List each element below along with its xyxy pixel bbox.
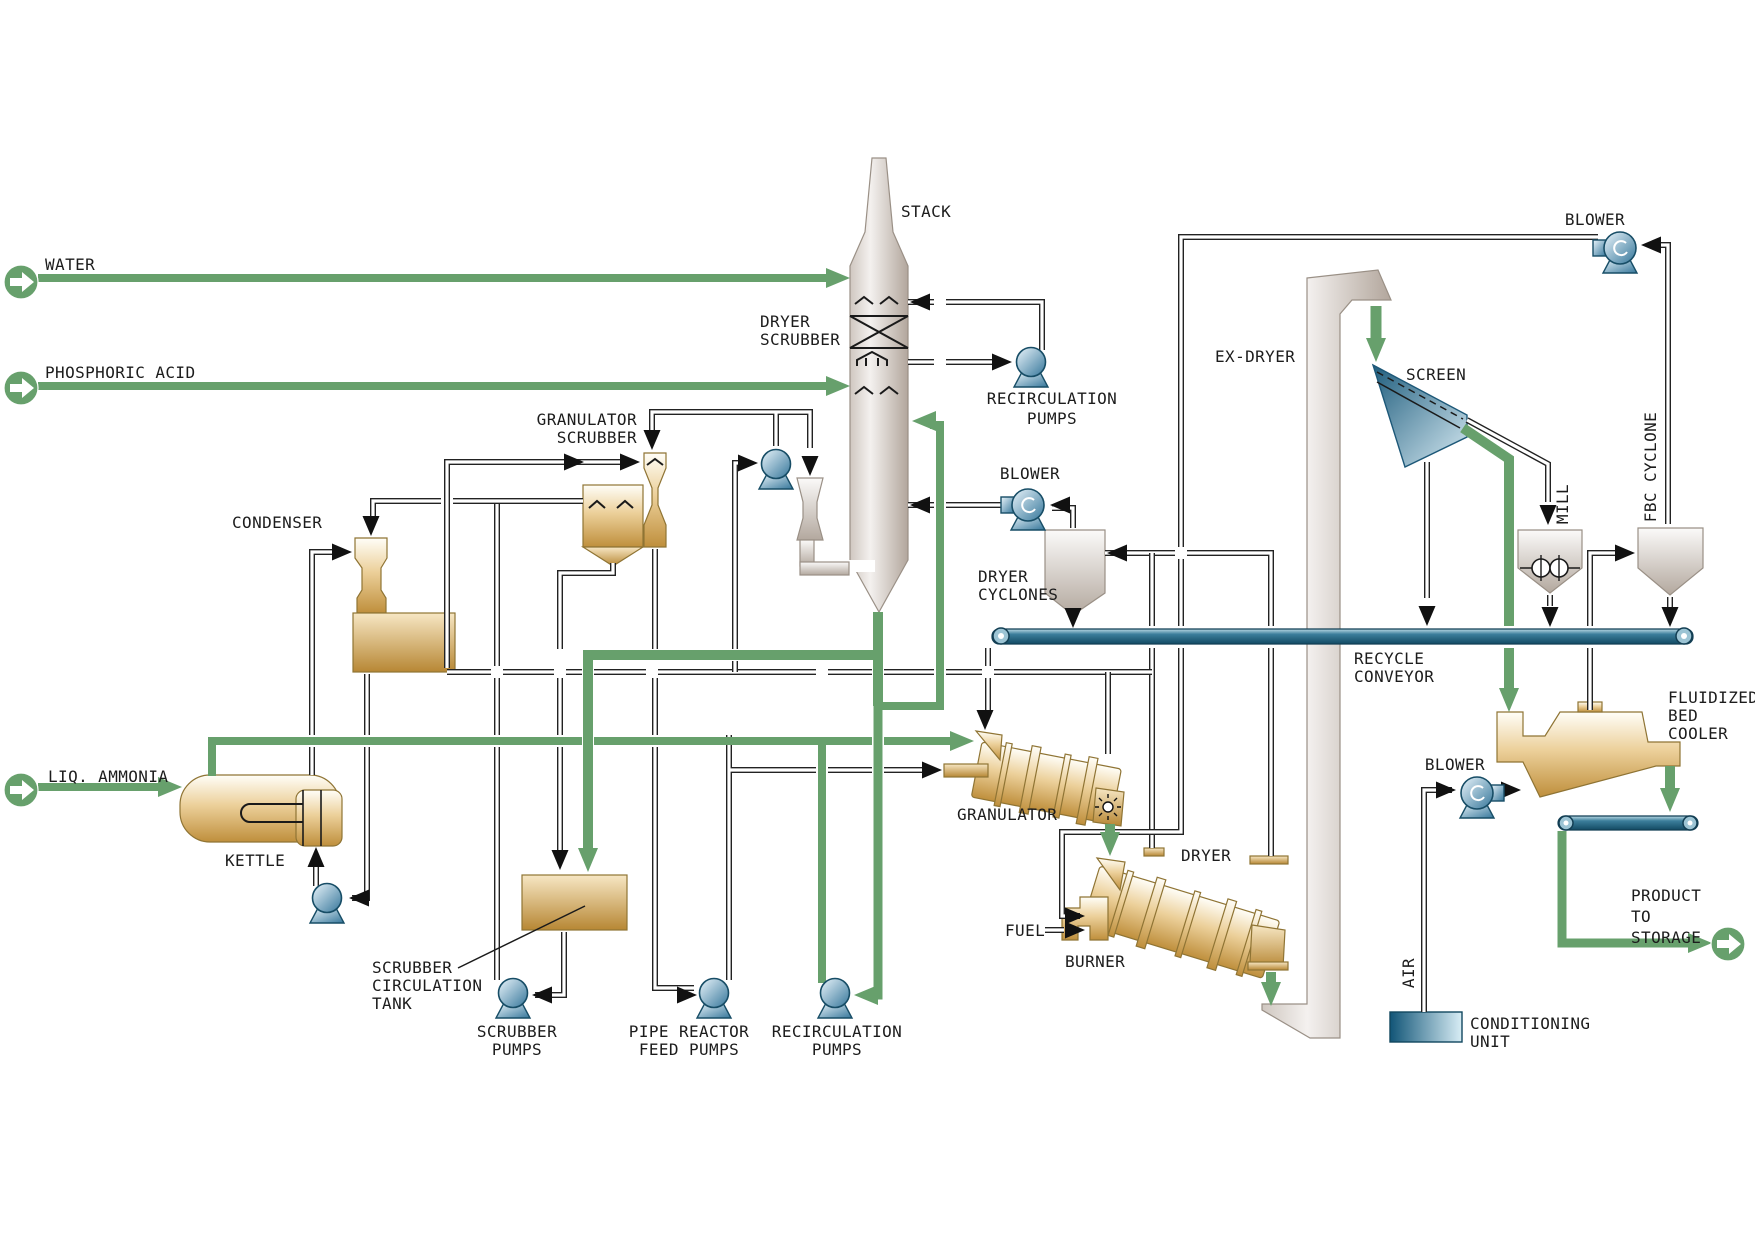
label-pipe-reactor-feed-pumps-2: FEED PUMPS [639, 1040, 739, 1059]
label-screen: SCREEN [1406, 365, 1466, 384]
pump-icon [695, 977, 733, 1019]
label-stack: STACK [901, 202, 951, 221]
label-blower-top: BLOWER [1565, 210, 1625, 229]
kettle-head [295, 789, 343, 847]
label-recirculation-pumps-top-2: PUMPS [1027, 409, 1077, 428]
quench-venturi [796, 477, 824, 541]
label-fuel: FUEL [1005, 921, 1045, 940]
label-mill: MILL [1553, 484, 1572, 524]
dryer-feed-flange [1143, 847, 1165, 857]
stack-vessel [849, 157, 909, 614]
granulator-scrubber-cone [580, 546, 646, 567]
label-dryer-scrubber-2: SCRUBBER [760, 330, 840, 349]
mill-vessel [1517, 529, 1583, 594]
dryer-feed-chute [1095, 857, 1126, 892]
water-inlet-port [3, 264, 39, 300]
conveyors [991, 627, 1699, 831]
granulator-feed-chute [974, 730, 1003, 762]
dryer-top-flange [1249, 855, 1289, 865]
label-conditioning-unit-2: UNIT [1470, 1032, 1510, 1051]
label-pipe-reactor-feed-pumps-1: PIPE REACTOR [629, 1022, 749, 1041]
label-product-to-storage-2: TO [1631, 907, 1651, 926]
label-conditioning-unit-1: CONDITIONING [1470, 1014, 1590, 1033]
conditioning-unit-box [1389, 1011, 1463, 1043]
liq-ammonia-inlet-port [3, 772, 39, 808]
product-conveyor-belt [1557, 815, 1699, 831]
flow-arrows [158, 236, 1712, 1006]
blower-icon [1592, 231, 1639, 274]
pump-icon [757, 448, 795, 490]
label-granulator: GRANULATOR [957, 805, 1057, 824]
recycle-conveyor-belt [991, 628, 1694, 645]
label-blower-mid: BLOWER [1000, 464, 1060, 483]
label-fluidized-bed-cooler-1: FLUIDIZED [1668, 688, 1755, 707]
label-recirculation-pumps-top-1: RECIRCULATION [987, 389, 1117, 408]
label-dryer: DRYER [1181, 846, 1231, 865]
process-pipes [309, 234, 1673, 1012]
pump-icon [308, 882, 346, 924]
label-dryer-cyclones-2: CYCLONES [978, 585, 1058, 604]
label-granulator-scrubber-1: GRANULATOR [537, 410, 637, 429]
label-fluidized-bed-cooler-3: COOLER [1668, 724, 1728, 743]
blower-icon [1000, 488, 1047, 531]
pump-icon [816, 977, 854, 1019]
fluidized-bed-cooler [1496, 711, 1681, 798]
granulator-scrubber-body [582, 484, 644, 548]
quench-duct [799, 561, 850, 576]
label-condenser: CONDENSER [232, 513, 322, 532]
label-phosphoric-acid: PHOSPHORIC ACID [45, 363, 196, 382]
label-recycle-conveyor-2: CONVEYOR [1354, 667, 1434, 686]
label-fbc-cyclone: FBC CYCLONE [1641, 412, 1660, 522]
label-recirculation-pumps-bottom-2: PUMPS [812, 1040, 862, 1059]
fbc-cyclone-vessel [1637, 527, 1704, 596]
pipe-reactor-nozzle [943, 763, 989, 778]
label-water: WATER [45, 255, 95, 274]
label-dryer-scrubber-1: DRYER [760, 312, 810, 331]
scrubber-circulation-tank [521, 874, 628, 931]
label-ex-dryer: EX-DRYER [1215, 347, 1295, 366]
label-burner: BURNER [1065, 952, 1125, 971]
label-dryer-cyclones-1: DRYER [978, 567, 1028, 586]
screen-deck [1371, 363, 1468, 468]
phosphoric-acid-inlet-port [3, 370, 39, 406]
stack-duct-notch [849, 560, 875, 572]
granulator-spray-symbol [1095, 794, 1121, 820]
dryer-cyclones-vessel [1044, 529, 1106, 616]
label-scrubber-circulation-tank-3: TANK [372, 994, 412, 1013]
pumps-and-blowers [308, 231, 1639, 1019]
pump-icon [1012, 346, 1050, 388]
label-scrubber-pumps-2: PUMPS [492, 1040, 542, 1059]
blower-icon [1458, 776, 1505, 819]
vessel-internals [457, 295, 1580, 969]
dryer-bottom-flange [1247, 961, 1289, 971]
label-scrubber-pumps-1: SCRUBBER [477, 1022, 557, 1041]
ex-dryer-duct [1261, 269, 1392, 1039]
label-fluidized-bed-cooler-2: BED [1668, 706, 1698, 725]
label-liq-ammonia: LIQ. AMMONIA [48, 767, 168, 786]
label-scrubber-circulation-tank-1: SCRUBBER [372, 958, 452, 977]
label-recirculation-pumps-bottom-1: RECIRCULATION [772, 1022, 902, 1041]
label-product-to-storage-3: STORAGE [1631, 928, 1701, 947]
tank-label-leader [457, 905, 586, 969]
stream-ports [3, 264, 1746, 962]
label-air: AIR [1399, 958, 1418, 988]
pump-icon [494, 977, 532, 1019]
condenser-body [352, 612, 456, 673]
label-blower-cooler: BLOWER [1425, 755, 1485, 774]
product-outlet-port [1710, 926, 1746, 962]
equipment-labels: WATER PHOSPHORIC ACID LIQ. AMMONIA STACK… [45, 202, 1755, 1059]
dryer-drum [1082, 866, 1280, 979]
granulator-scrubber-venturi [643, 452, 667, 548]
label-granulator-scrubber-2: SCRUBBER [557, 428, 637, 447]
label-scrubber-circulation-tank-2: CIRCULATION [372, 976, 482, 995]
condenser-funnel [354, 537, 388, 614]
equipment-vessels [179, 157, 1704, 1043]
label-product-to-storage-1: PRODUCT [1631, 886, 1701, 905]
kettle-u-tube [240, 803, 303, 823]
label-recycle-conveyor-1: RECYCLE [1354, 649, 1424, 668]
granulator-drum [971, 741, 1122, 826]
label-kettle: KETTLE [225, 851, 285, 870]
